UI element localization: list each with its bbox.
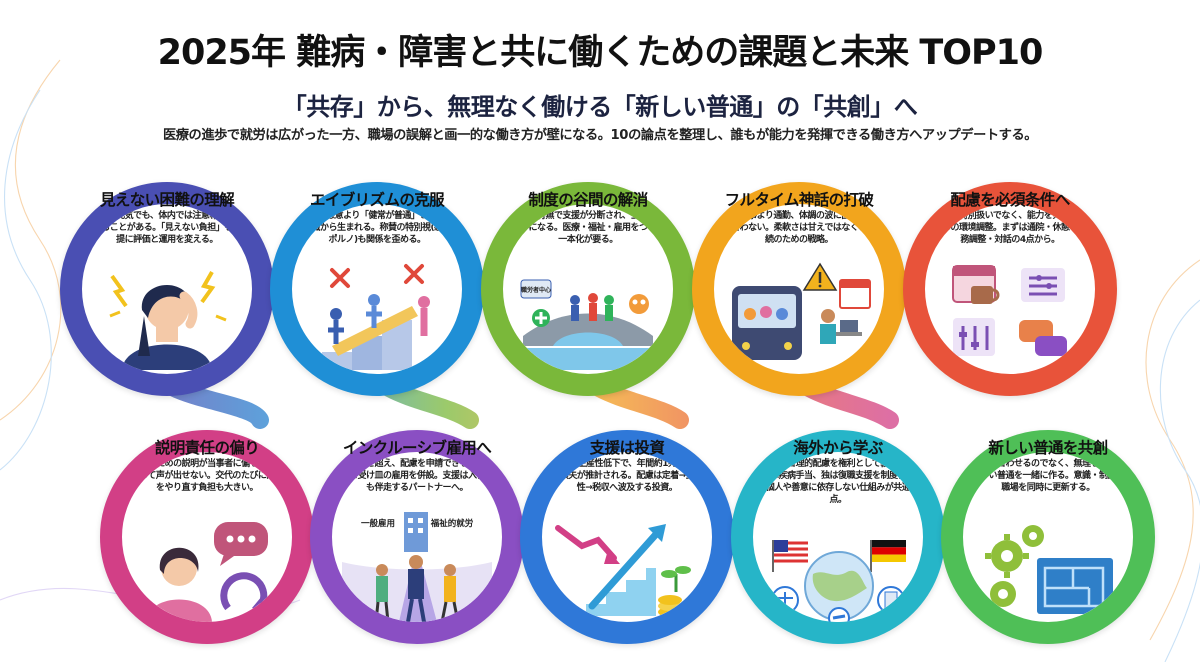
sliders-icon	[953, 318, 995, 356]
topic-circle-4: 壁は仕事より通勤、体調の波に固定勤務が合わない。柔軟さは甘えではなく、継続のため…	[692, 182, 906, 396]
topic-circle-5: 配慮は特別扱いでなく、能力を発揮するための環境調整。まずは通院・休憩・業務調整・…	[903, 182, 1117, 396]
calendar-icon	[839, 279, 871, 309]
topic-description: 外見は元気でも、体内では注意報が出続けることがある。「見えない負担」を前提に評価…	[90, 211, 244, 245]
train-icon	[732, 262, 871, 360]
people-walking-icon: 一般雇用 福祉的就労	[342, 512, 492, 622]
speech-bubble-icon	[214, 522, 268, 566]
topic-description: 手帳の有無で支援が分断され、当事者が迷子になる。医療・福祉・雇用をつなぐ一本化が…	[511, 211, 665, 245]
topic-circle-inner: 偏見は悪意より「健常が普通」という無意識から生まれる。称賛の特別視(感動ポルノ)…	[292, 204, 462, 374]
topic-circle-inner: 手帳の有無で支援が分断され、当事者が迷子になる。医療・福祉・雇用をつなぐ一本化が…	[503, 204, 673, 374]
topic-circle-inner: 壁は仕事より通勤、体調の波に固定勤務が合わない。柔軟さは甘えではなく、継続のため…	[714, 204, 884, 374]
remote-work-icon	[820, 309, 862, 344]
topic-title: 配慮を必須条件へ	[950, 191, 1070, 209]
topic-description: 配慮は特別扱いでなく、能力を発揮するための環境調整。まずは通院・休憩・業務調整・…	[933, 211, 1087, 245]
topic-circle-1: 外見は元気でも、体内では注意報が出続けることがある。「見えない負担」を前提に評価…	[60, 182, 274, 396]
building-icon	[404, 512, 428, 552]
cross-mark-icon	[330, 264, 424, 288]
accommodation-icons	[952, 265, 1067, 356]
topic-circle-2: 偏見は悪意より「健常が普通」という無意識から生まれる。称賛の特別視(感動ポルノ)…	[270, 182, 484, 396]
topic-circle-10: 無理に合わせるのでなく、無理をしなくていい普通を一緒に作る。意識・制度・職場を同…	[941, 430, 1155, 644]
us-flag-icon	[772, 540, 808, 572]
person-headache-icon	[109, 271, 227, 370]
chart-arrow-icon	[555, 524, 698, 617]
topic-circle-inner: 二元論を超え、配慮を申請できる一般雇用と受け皿の雇用を併設。支援は入社後も伴走す…	[332, 452, 502, 622]
topic-circle-6: 配慮のための説明が当事者に偏ると、疲弊して声が出せない。交代のたびに説明をやり直…	[100, 430, 314, 644]
lightning-icon	[110, 274, 128, 308]
topic-circle-inner: 米国は合理的配慮を権利として義務化、英は疾病手当、独は復職支援を制度化。個人や善…	[753, 452, 923, 622]
topic-description: 配慮のための説明が当事者に偏ると、疲弊して声が出せない。交代のたびに説明をやり直…	[130, 459, 284, 493]
page-subtitle: 「共存」から、無理なく働ける「新しい普通」の「共創」へ	[282, 93, 918, 121]
topic-circle-8: 離職と生産性低下で、年間約1兆円規模の損失が推計される。配慮は定着→生産性→税収…	[520, 430, 734, 644]
person-explaining-icon	[146, 522, 268, 622]
topic-title: エイブリズムの克服	[309, 191, 445, 209]
people-icon	[629, 294, 649, 314]
sliders-icon	[1021, 268, 1065, 302]
connecting-ribbon	[141, 351, 899, 429]
stairs-icon	[586, 568, 656, 616]
gears-icon	[985, 525, 1113, 614]
topic-title: 新しい普通を共創	[988, 439, 1108, 457]
globe-icon	[771, 540, 906, 622]
topic-circle-3: 手帳の有無で支援が分断され、当事者が迷子になる。医療・福祉・雇用をつなぐ一本化が…	[481, 182, 695, 396]
topic-title: 制度の谷間の解消	[528, 191, 648, 209]
topic-circle-inner: 離職と生産性低下で、年間約1兆円規模の損失が推計される。配慮は定着→生産性→税収…	[542, 452, 712, 622]
topic-description: 二元論を超え、配慮を申請できる一般雇用と受け皿の雇用を併設。支援は入社後も伴走す…	[340, 459, 494, 493]
topic-title: フルタイム神話の打破	[724, 191, 874, 209]
label-general-employment: 一般雇用	[361, 518, 395, 529]
topic-description: 米国は合理的配慮を権利として義務化、英は疾病手当、独は復職支援を制度化。個人や善…	[761, 459, 915, 505]
topic-circle-inner: 外見は元気でも、体内では注意報が出続けることがある。「見えない負担」を前提に評価…	[82, 204, 252, 374]
topic-description: 無理に合わせるのでなく、無理をしなくていい普通を一緒に作る。意識・制度・職場を同…	[971, 459, 1125, 493]
topic-circle-inner: 配慮のための説明が当事者に偏ると、疲弊して声が出せない。交代のたびに説明をやり直…	[122, 452, 292, 622]
chat-icon	[1019, 320, 1067, 356]
topic-title: 海外から学ぶ	[793, 439, 883, 457]
document-icon	[877, 586, 905, 614]
topic-title: インクルーシブ雇用へ	[342, 439, 492, 457]
bridge-icon: 職労者中心	[513, 279, 663, 370]
repeat-icon	[220, 572, 268, 612]
sprout-icon	[661, 566, 691, 592]
topic-circle-inner: 無理に合わせるのでなく、無理をしなくていい普通を一緒に作る。意識・制度・職場を同…	[963, 452, 1133, 622]
handshake-icon	[828, 607, 850, 622]
topic-description: 離職と生産性低下で、年間約1兆円規模の損失が推計される。配慮は定着→生産性→税収…	[551, 459, 703, 493]
coffee-icon	[971, 286, 1000, 304]
coins-icon	[658, 595, 698, 617]
medical-cross-icon	[532, 309, 550, 327]
person-icon	[146, 599, 212, 622]
topic-circle-inner: 配慮は特別扱いでなく、能力を発揮するための環境調整。まずは通院・休憩・業務調整・…	[925, 204, 1095, 374]
page-title: 2025年 難病・障害と共に働くための課題と未来 TOP10	[157, 33, 1044, 73]
topic-title: 説明責任の偏り	[154, 439, 260, 457]
scales-icon	[771, 586, 799, 614]
german-flag-icon	[870, 540, 906, 572]
topic-title: 見えない困難の理解	[99, 191, 235, 209]
label-welfare-employment: 福祉的就労	[430, 518, 474, 529]
topic-description: 壁は仕事より通勤、体調の波に固定勤務が合わない。柔軟さは甘えではなく、継続のため…	[722, 211, 876, 245]
bridge-sign-label: 職労者中心	[521, 286, 551, 294]
topic-title: 支援は投資	[589, 439, 665, 457]
topic-description: 偏見は悪意より「健常が普通」という無意識から生まれる。称賛の特別視(感動ポルノ)…	[300, 211, 454, 245]
topic-circle-7: 二元論を超え、配慮を申請できる一般雇用と受け皿の雇用を併設。支援は入社後も伴走す…	[310, 430, 524, 644]
stairs-people-icon	[322, 264, 430, 370]
page-lead: 医療の進歩で就労は広がった一方、職場の誤解と画一的な働き方が壁になる。10の論点…	[162, 128, 1038, 143]
blueprint-icon	[1037, 558, 1113, 614]
topic-circle-9: 米国は合理的配慮を権利として義務化、英は疾病手当、独は復職支援を制度化。個人や善…	[731, 430, 945, 644]
